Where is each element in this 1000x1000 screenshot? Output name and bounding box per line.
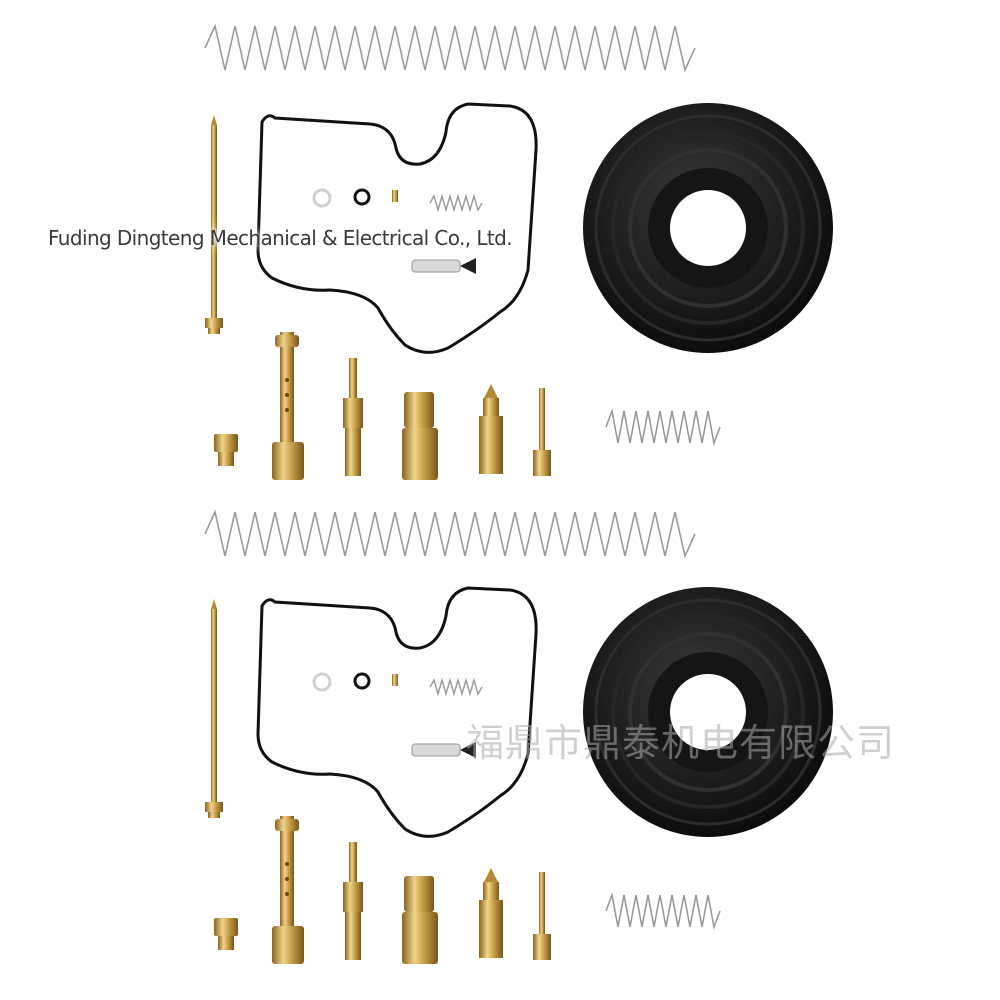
- watermark-english: Fuding Dingteng Mechanical & Electrical …: [48, 226, 513, 250]
- watermark-chinese: 福鼎市鼎泰机电有限公司: [466, 721, 896, 765]
